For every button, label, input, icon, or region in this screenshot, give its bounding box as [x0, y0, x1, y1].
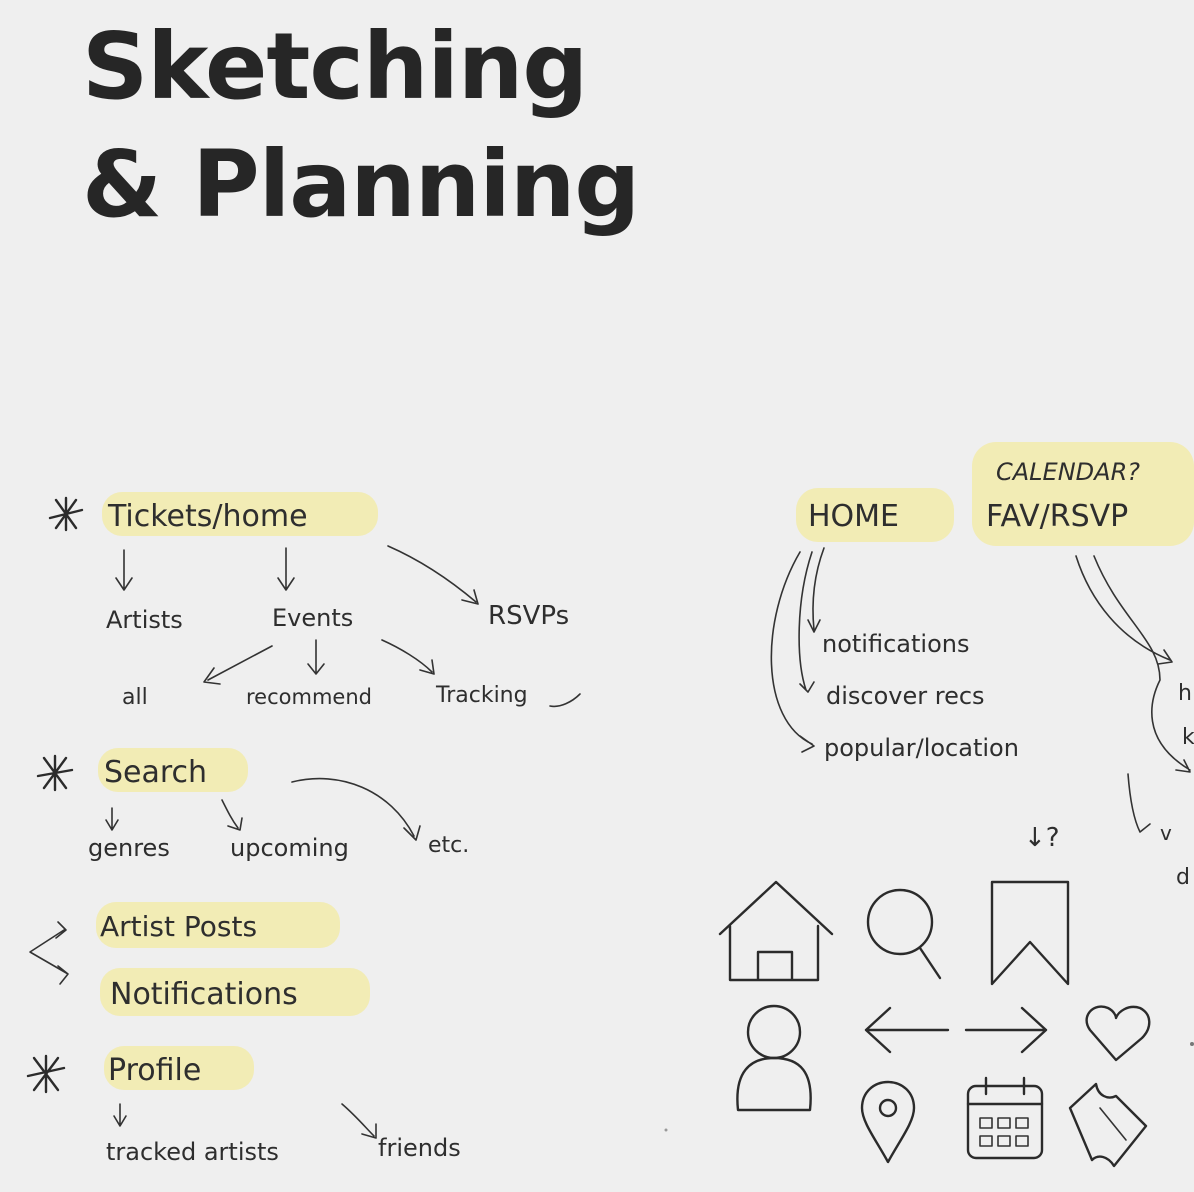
- label-home: HOME: [808, 499, 899, 534]
- user-icon: [736, 1004, 812, 1112]
- label-tickets-home: Tickets/home: [107, 499, 308, 534]
- svg-text:v: v: [1160, 821, 1172, 845]
- map-pin-icon: [860, 1080, 916, 1164]
- bookmark-icon: [990, 880, 1070, 986]
- star-marks: [26, 496, 84, 1094]
- page-title: Sketching & Planning: [82, 8, 640, 244]
- tree-labels: Tickets/home Artists Events RSVPs all re…: [88, 499, 569, 1166]
- label-search: Search: [104, 755, 207, 790]
- arrow-left-icon: [864, 1006, 950, 1054]
- label-genres: genres: [88, 834, 170, 862]
- label-rsvps: RSVPs: [488, 601, 569, 631]
- house-icon: [718, 880, 834, 982]
- label-etc: etc.: [428, 833, 469, 858]
- search-icon: [866, 888, 942, 980]
- label-nav-notifications: notifications: [822, 630, 969, 658]
- label-tracking: Tracking: [435, 683, 528, 708]
- label-tracked-artists: tracked artists: [106, 1138, 279, 1166]
- label-notifications: Notifications: [110, 977, 298, 1012]
- svg-text:d: d: [1176, 865, 1190, 890]
- label-profile: Profile: [108, 1053, 201, 1088]
- label-friends: friends: [378, 1134, 461, 1162]
- label-all: all: [122, 685, 148, 710]
- svg-text:k: k: [1182, 725, 1194, 750]
- title-line-2: & Planning: [82, 131, 640, 238]
- title-line-1: Sketching: [82, 13, 588, 120]
- label-recommend: recommend: [246, 685, 372, 709]
- ticket-icon: [1068, 1082, 1148, 1168]
- heart-icon: [1085, 1005, 1151, 1062]
- label-popular-location: popular/location: [824, 734, 1019, 762]
- svg-text:h: h: [1178, 681, 1192, 706]
- arrow-right-icon: [964, 1006, 1048, 1054]
- label-upcoming: upcoming: [230, 834, 349, 862]
- label-events: Events: [272, 604, 353, 632]
- label-question: ↓?: [1024, 823, 1060, 853]
- calendar-icon: [966, 1076, 1044, 1160]
- label-artists: Artists: [106, 606, 183, 634]
- highlights: [96, 442, 1194, 1090]
- nav-sketch: HOME CALENDAR? FAV/RSVP notifications di…: [770, 458, 1194, 890]
- tree-arrows: [29, 545, 581, 1139]
- label-calendar: CALENDAR?: [996, 458, 1140, 486]
- label-fav-rsvp: FAV/RSVP: [986, 499, 1128, 534]
- label-discover-recs: discover recs: [826, 682, 985, 710]
- label-artist-posts: Artist Posts: [100, 910, 257, 943]
